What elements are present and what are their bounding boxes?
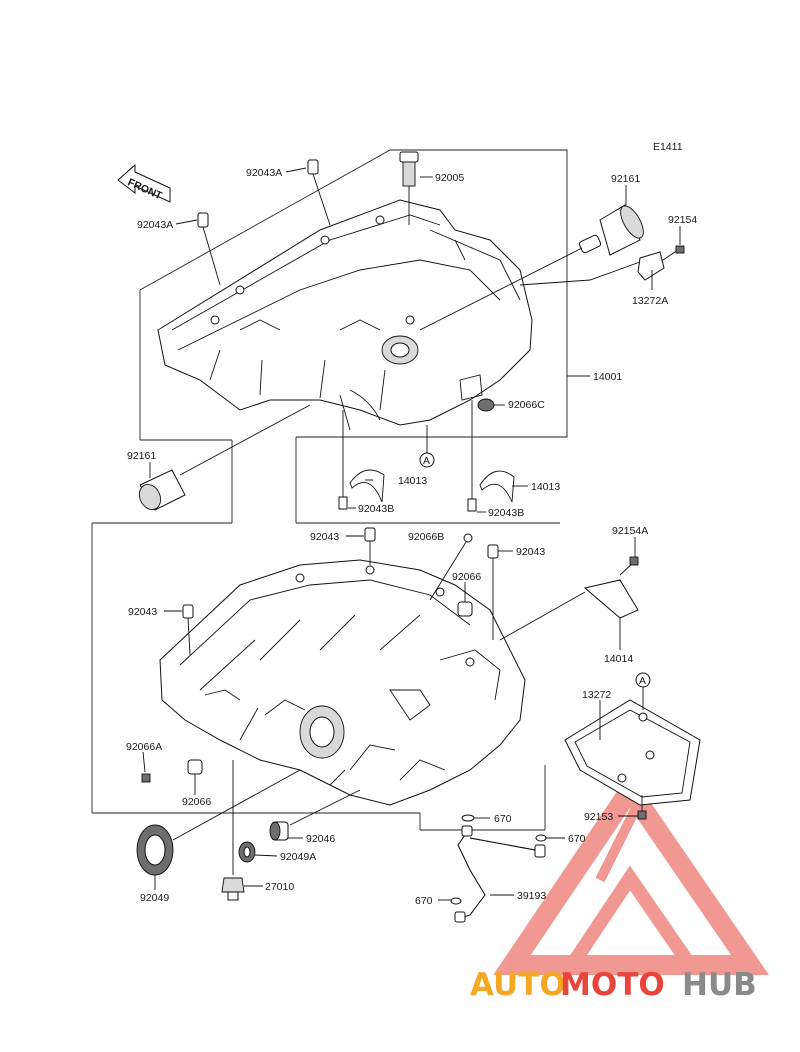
label-92046: 92046 xyxy=(306,833,335,845)
marker-a-lower: A xyxy=(635,672,651,710)
bearing-92046 xyxy=(269,789,361,841)
label-92043-top: 92043 xyxy=(310,531,339,543)
upper-case-frame xyxy=(139,149,590,523)
label-92043-right: 92043 xyxy=(516,546,545,558)
bolt-92154A xyxy=(619,556,639,576)
lower-case-frame xyxy=(91,522,560,831)
label-92005: 92005 xyxy=(435,172,464,184)
label-39193: 39193 xyxy=(517,890,546,902)
label-92066C: 92066C xyxy=(508,399,545,411)
watermark-text: AUTO MOTO HUB xyxy=(470,967,757,1003)
bearing-14013-left xyxy=(349,469,385,503)
plug-92066B xyxy=(429,533,473,601)
pin-92043B-right xyxy=(467,400,477,512)
label-92049A: 92049A xyxy=(280,851,316,863)
label-92043A-top: 92043A xyxy=(246,167,282,179)
label-13272A: 13272A xyxy=(632,295,668,307)
label-92043B-right: 92043B xyxy=(488,507,524,519)
label-92043B-left: 92043B xyxy=(358,503,394,515)
label-92049: 92049 xyxy=(140,892,169,904)
label-92161-top: 92161 xyxy=(611,173,640,185)
svg-text:AUTO: AUTO xyxy=(470,967,566,1003)
lower-crankcase xyxy=(159,559,526,806)
label-92154: 92154 xyxy=(668,214,697,226)
plug-92066A xyxy=(141,773,151,783)
roller-92161-left xyxy=(138,404,311,511)
label-13272: 13272 xyxy=(582,689,611,701)
label-92066B: 92066B xyxy=(408,531,444,543)
callout-labels: 92043A 92005 92043A 92161 92154 13272A 1… xyxy=(126,167,697,907)
label-92043A-left: 92043A xyxy=(137,219,173,231)
svg-text:HUB: HUB xyxy=(682,967,757,1003)
dowel-92043-left xyxy=(182,604,194,656)
seal-92049A xyxy=(238,841,256,863)
svg-text:MOTO: MOTO xyxy=(560,967,665,1003)
label-14001: 14001 xyxy=(593,371,622,383)
plug-92066C xyxy=(477,398,505,412)
label-92066-mid: 92066 xyxy=(452,571,481,583)
label-92154A: 92154A xyxy=(612,525,648,537)
dowel-92043A-left xyxy=(197,212,221,286)
plug-92066-low xyxy=(187,759,203,775)
bolt-92153 xyxy=(637,795,647,820)
svg-text:A: A xyxy=(639,675,646,687)
label-14013-right: 14013 xyxy=(531,481,560,493)
label-92161-left: 92161 xyxy=(127,450,156,462)
label-14014: 14014 xyxy=(604,653,633,665)
label-14013-left: 14013 xyxy=(398,475,427,487)
diagram-code: E1411 xyxy=(653,141,683,153)
oring-670-c xyxy=(450,897,462,905)
dowel-92043A-top xyxy=(307,159,331,226)
plug-92005 xyxy=(399,151,419,225)
upper-crankcase xyxy=(157,199,533,431)
label-92066-low: 92066 xyxy=(182,796,211,808)
label-27010: 27010 xyxy=(265,881,294,893)
oring-670-a xyxy=(461,814,475,822)
bolt-92154 xyxy=(659,245,685,263)
watermark-logo xyxy=(493,772,769,975)
label-670-b: 670 xyxy=(568,833,586,845)
plate-13272 xyxy=(564,699,701,806)
label-92153: 92153 xyxy=(584,811,613,823)
oring-670-b xyxy=(535,834,547,842)
dowel-92043-right xyxy=(487,544,499,640)
marker-a-upper: A xyxy=(419,425,435,468)
roller-92161-top xyxy=(419,204,644,331)
plate-13272A xyxy=(519,251,665,286)
label-92066A: 92066A xyxy=(126,741,162,753)
bearing-14013-right xyxy=(479,470,515,503)
label-670-a: 670 xyxy=(494,813,512,825)
pin-92043B-left xyxy=(338,410,348,510)
plug-92066-mid xyxy=(457,601,473,617)
switch-27010 xyxy=(221,760,245,901)
label-670-c: 670 xyxy=(415,895,433,907)
label-92043-left: 92043 xyxy=(128,606,157,618)
svg-text:A: A xyxy=(423,455,430,467)
pipe-39193 xyxy=(454,825,546,923)
dowel-92043-top xyxy=(364,527,376,565)
front-arrow-icon: FRONT xyxy=(117,163,171,203)
callout-leaders xyxy=(142,167,681,901)
plate-14014 xyxy=(499,579,639,641)
